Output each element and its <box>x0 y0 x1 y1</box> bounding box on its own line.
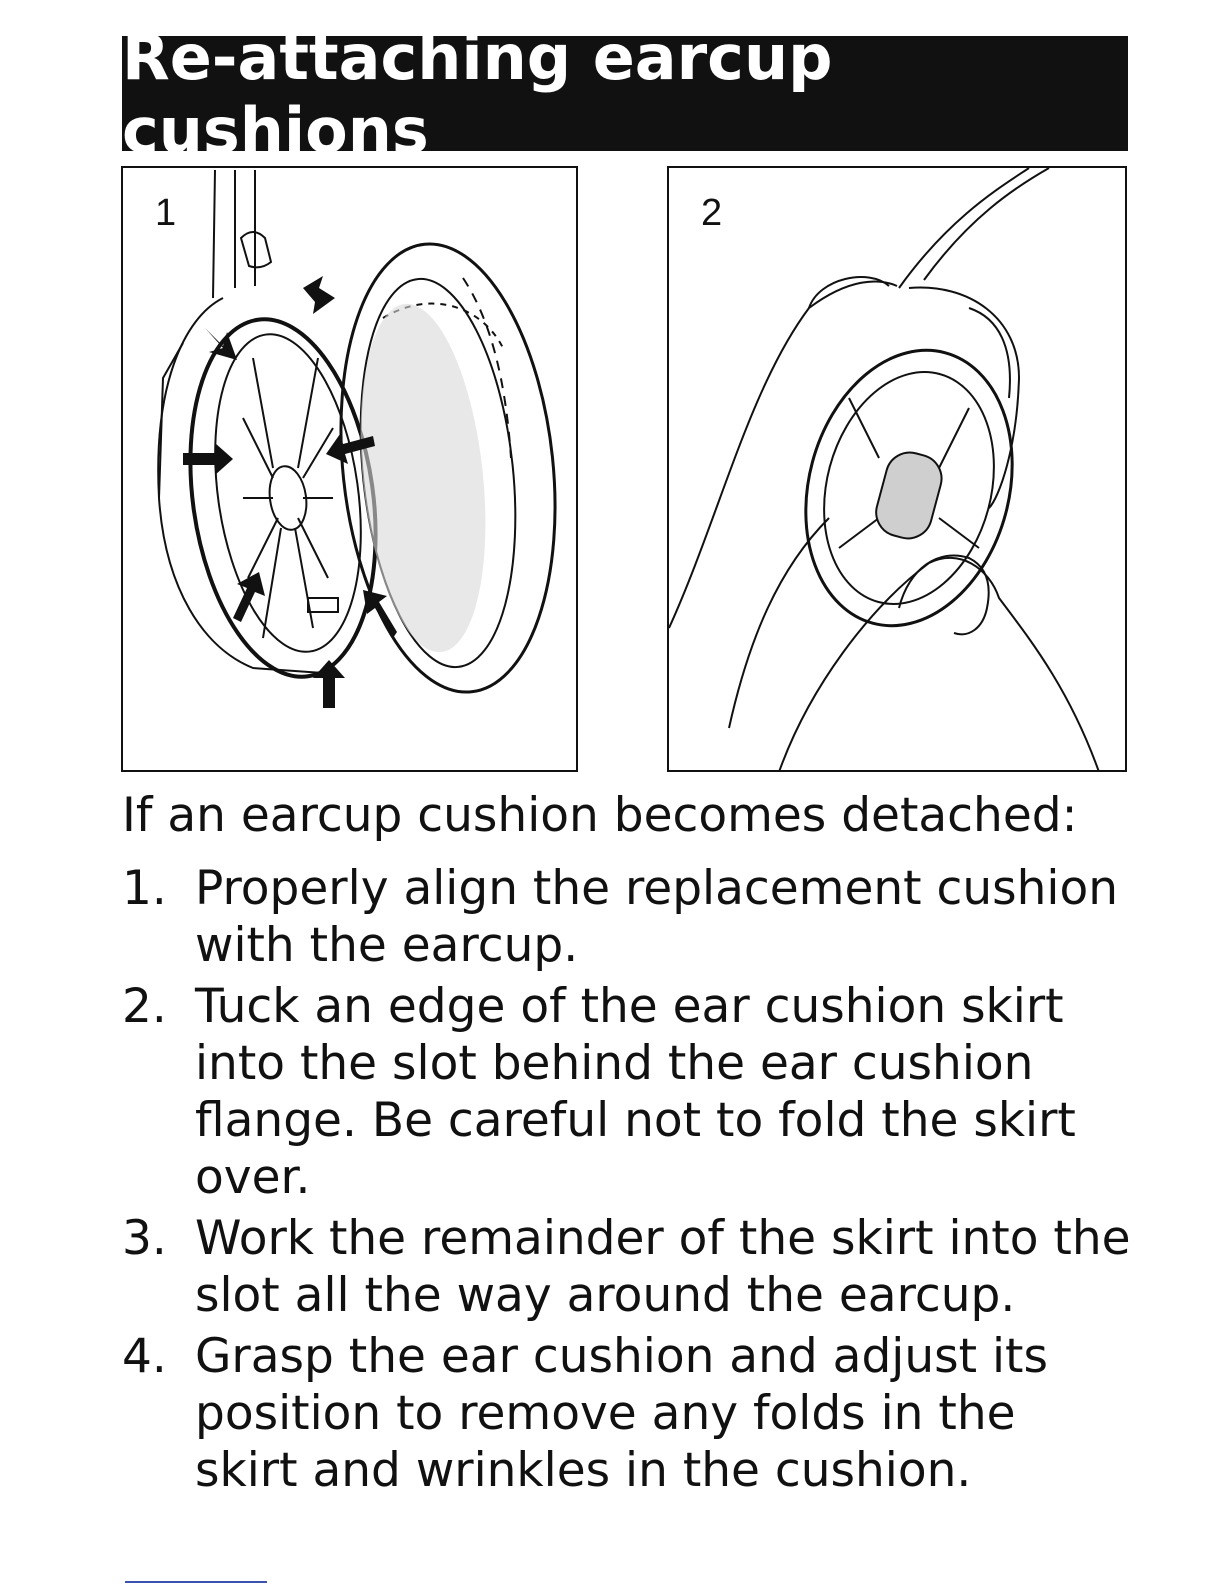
instructions-intro: If an earcup cushion becomes detached: <box>122 788 1078 843</box>
section-title-bar: Re-attaching earcup cushions <box>122 21 1128 167</box>
step-text: Work the remainder of the skirt into the… <box>195 1211 1131 1323</box>
list-item: 1. Properly align the replacement cushio… <box>122 860 1132 974</box>
page-title: Re-attaching earcup cushions <box>122 20 833 167</box>
earcup-cushion-alignment-illustration <box>157 169 557 708</box>
list-item: 2. Tuck an edge of the ear cushion skirt… <box>122 978 1132 1206</box>
step-text: Tuck an edge of the ear cushion skirt in… <box>195 979 1076 1205</box>
hands-adjusting-cushion-illustration <box>669 168 1100 770</box>
figure-number: 2 <box>701 192 723 234</box>
figure-2: 2 <box>667 166 1127 772</box>
figure-number: 1 <box>155 192 177 234</box>
list-item: 3. Work the remainder of the skirt into … <box>122 1210 1132 1324</box>
step-number: 4. <box>122 1329 167 1384</box>
list-item: 4. Grasp the ear cushion and adjust its … <box>122 1328 1132 1499</box>
step-text: Properly align the replacement cushion w… <box>195 861 1119 973</box>
step-number: 3. <box>122 1211 167 1266</box>
instruction-steps: 1. Properly align the replacement cushio… <box>122 860 1132 1503</box>
figure-1: 1 <box>121 166 578 772</box>
footer-divider <box>125 1581 267 1583</box>
step-number: 1. <box>122 861 167 916</box>
step-number: 2. <box>122 979 167 1034</box>
step-text: Grasp the ear cushion and adjust its pos… <box>195 1329 1048 1498</box>
